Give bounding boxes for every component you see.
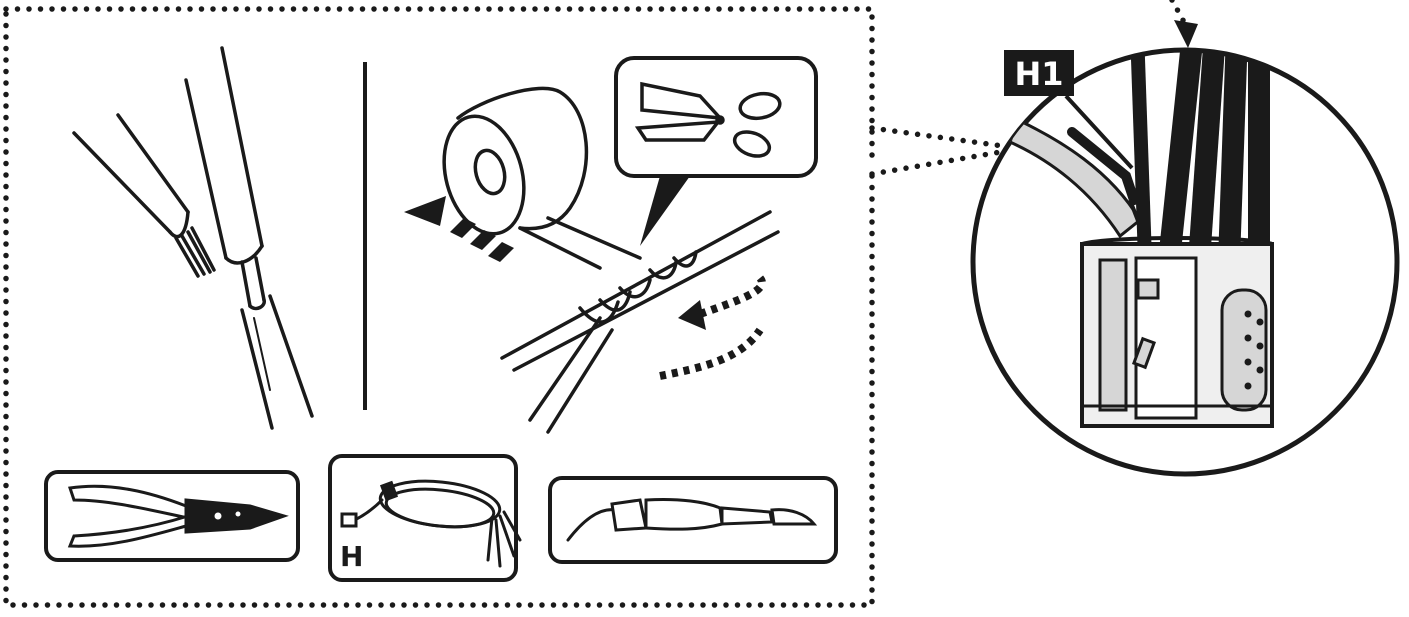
wire-stripping-icon	[74, 48, 312, 428]
wrap-direction-arrow-icon	[660, 278, 762, 376]
connector-inset	[973, 39, 1397, 474]
crimping-pliers-box	[46, 472, 298, 560]
callout-h1-label: H1	[1014, 55, 1063, 93]
wire-harness-box: H	[330, 456, 520, 580]
arrow-head-icon	[1174, 20, 1198, 48]
scissors-callout	[616, 58, 816, 246]
soldering-iron-box	[550, 478, 836, 562]
electrical-tape-roll-icon	[432, 88, 640, 268]
harness-label: H	[340, 540, 363, 573]
taped-splice-icon	[502, 212, 778, 432]
